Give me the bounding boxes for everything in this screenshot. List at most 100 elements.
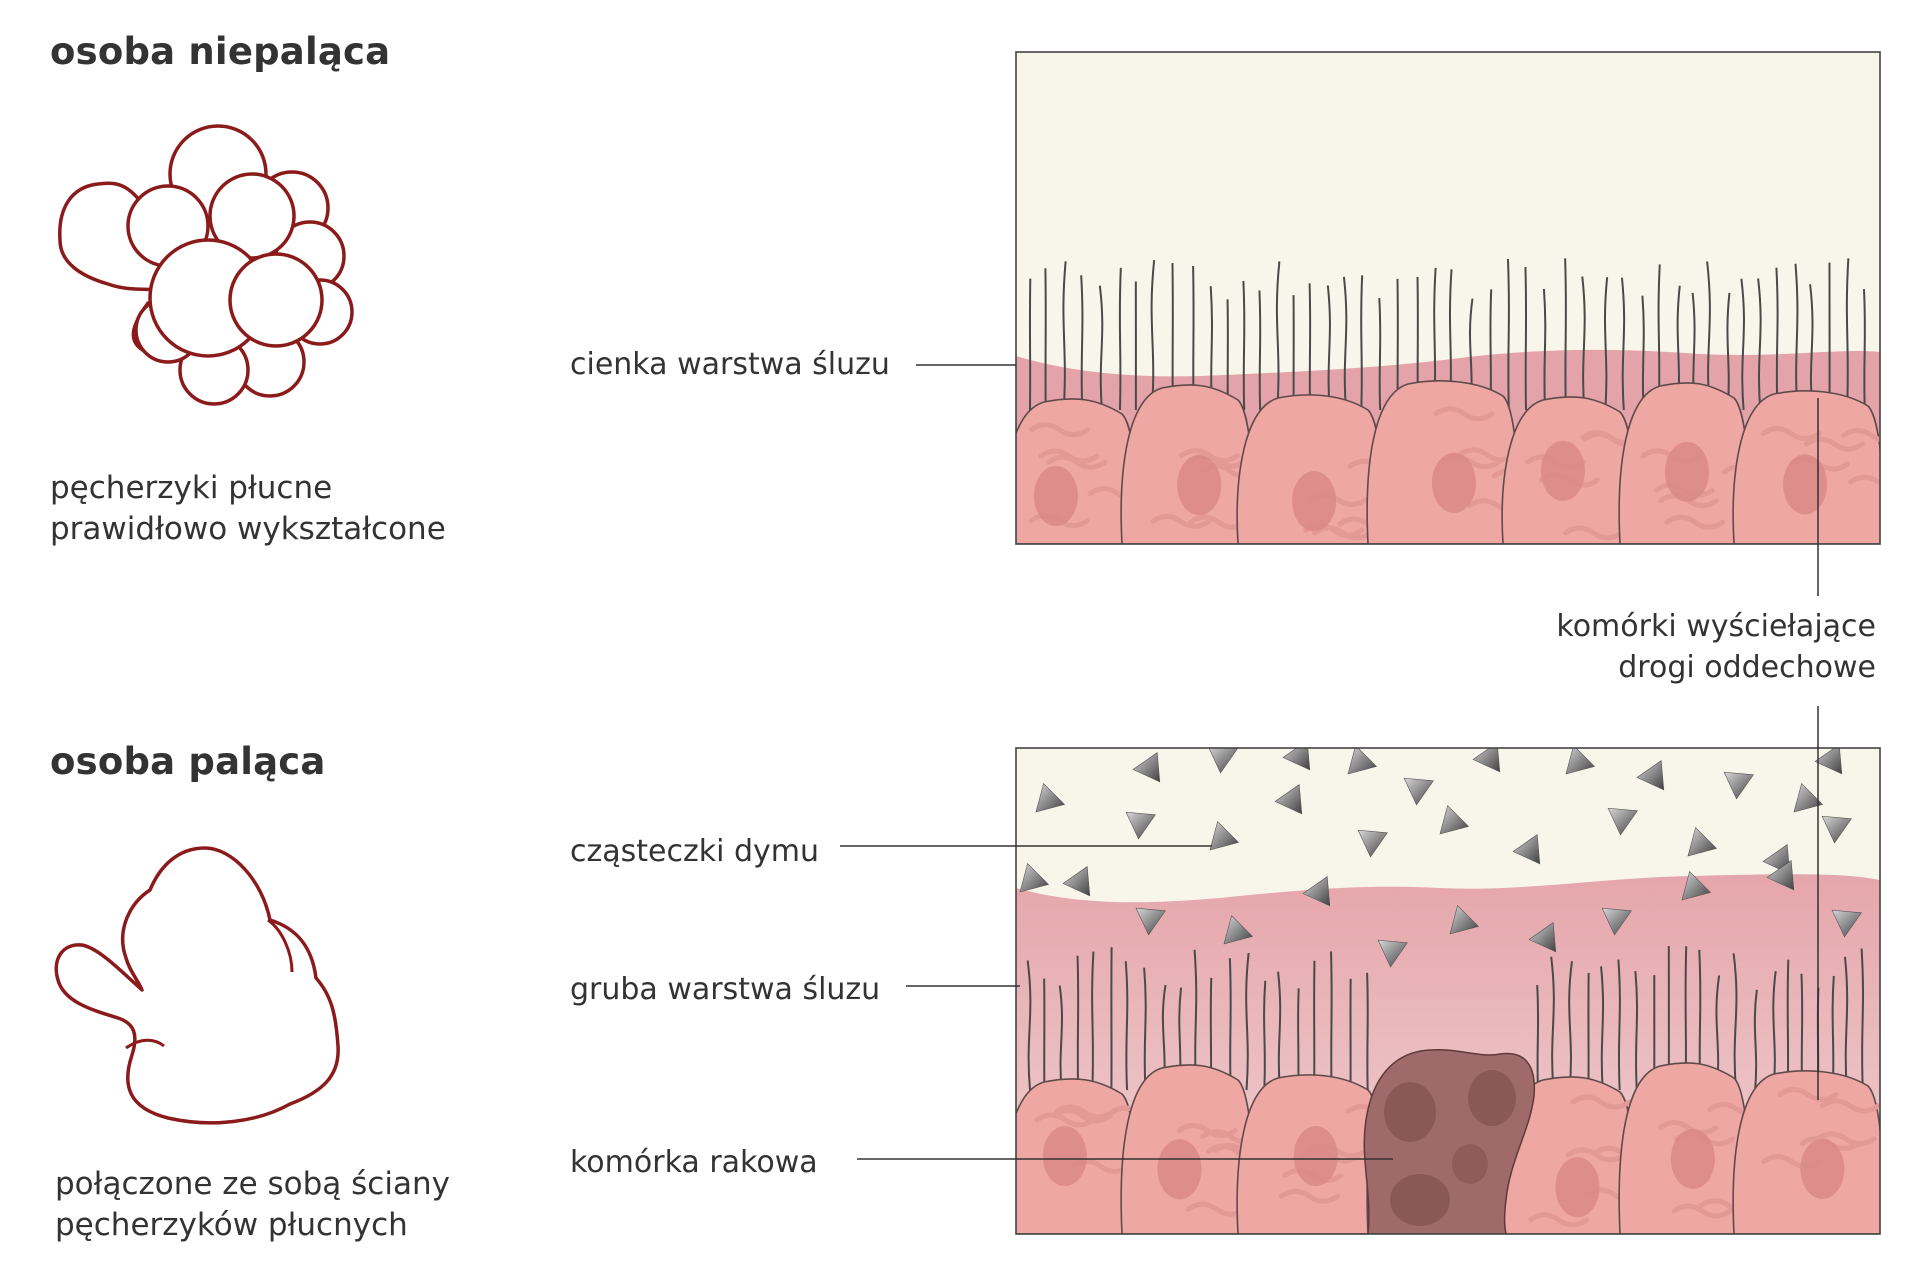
cancer-cell-nucleus — [1384, 1082, 1436, 1142]
smoke-particle — [1132, 752, 1161, 783]
cilium — [1634, 970, 1639, 1091]
cell-nucleus — [1157, 1139, 1202, 1200]
cilium — [1604, 277, 1609, 411]
cilium — [1258, 290, 1262, 411]
smoke-particle — [1472, 748, 1501, 773]
cilium — [1641, 295, 1645, 411]
cilium — [1245, 952, 1250, 1091]
cell-texture — [1312, 525, 1374, 541]
smoke-particle — [1125, 811, 1156, 840]
inner-fold — [267, 918, 294, 973]
label-line: komórki wyściełające — [1556, 609, 1876, 644]
smoker-airway-panel — [1016, 748, 1880, 1234]
cancer-cell — [1363, 1048, 1536, 1234]
cell-nucleus — [1033, 466, 1078, 527]
cilium — [1150, 260, 1156, 411]
alveolus — [228, 252, 324, 348]
cell-texture — [1278, 1188, 1340, 1204]
smoke-particle — [1601, 907, 1632, 936]
cell-nucleus — [1177, 455, 1222, 516]
cancer-cell-nucleus — [1468, 1070, 1516, 1126]
cilium — [1098, 285, 1104, 411]
cilium — [1775, 267, 1779, 411]
cell-nucleus — [1042, 1126, 1087, 1187]
cell-texture — [1433, 406, 1495, 422]
cilium — [1581, 276, 1586, 411]
cilium — [1330, 951, 1333, 1091]
cilium — [1308, 283, 1312, 411]
smoke-particle — [1135, 907, 1166, 936]
cell-texture — [1029, 422, 1091, 438]
panel-border — [1015, 747, 1881, 1235]
smoke-particle — [1814, 748, 1843, 775]
smoke-particle — [1528, 922, 1557, 953]
merged-alveoli-illustration — [54, 846, 340, 1125]
cell-nucleus — [1431, 452, 1476, 513]
cilium — [1786, 959, 1790, 1091]
smoke-particle — [1565, 748, 1595, 775]
cilia — [1028, 258, 1866, 411]
caption-line: prawidłowo wykształcone — [50, 511, 446, 547]
cell-texture — [1053, 1104, 1115, 1120]
cilium — [1228, 958, 1232, 1091]
cilium — [1076, 955, 1080, 1091]
cell-texture — [1815, 1131, 1877, 1147]
cell-texture — [1562, 525, 1624, 541]
cilium — [1542, 288, 1547, 411]
cilium — [1845, 258, 1850, 411]
cell-texture — [1848, 474, 1880, 487]
cell-texture — [1051, 1108, 1113, 1124]
non-smoker-airway-panel — [1016, 52, 1880, 544]
cilium — [1732, 953, 1738, 1091]
cilium — [1568, 961, 1573, 1091]
smoke-particle — [1403, 777, 1434, 806]
cilium — [1062, 261, 1067, 411]
leader-lines — [840, 364, 1819, 1160]
smoke-particle — [1439, 805, 1469, 835]
smoke-particle — [1357, 829, 1388, 858]
cilium — [1506, 258, 1510, 411]
cilium — [1600, 966, 1605, 1091]
cilium — [1860, 948, 1864, 1091]
smoke-particles — [1019, 748, 1862, 968]
epithelial-cells — [1016, 1060, 1880, 1234]
cilium — [1124, 961, 1129, 1091]
cilium — [1757, 278, 1762, 411]
smoke-particle — [1209, 821, 1239, 851]
non-smoker-heading: osoba niepaląca — [50, 30, 391, 73]
smoke-particle — [1019, 863, 1049, 893]
cilium — [1080, 275, 1084, 411]
cell-texture — [1841, 427, 1880, 443]
cell-texture — [1150, 513, 1212, 529]
smoker-alveoli-caption: połączone ze sobą ściany pęcherzyków płu… — [55, 1164, 450, 1246]
cilium — [1536, 985, 1540, 1091]
cell-texture — [1570, 1094, 1632, 1110]
smoke-particle — [1831, 909, 1862, 938]
cilium — [1524, 267, 1528, 411]
lining-cells-label: komórki wyściełające drogi oddechowe — [1556, 606, 1876, 688]
smoke-particle — [1062, 866, 1091, 897]
cilium — [1026, 960, 1032, 1091]
thick-mucus-label: gruba warstwa śluzu — [570, 972, 881, 1007]
cell-nucleus — [1783, 454, 1828, 515]
cilium — [1617, 959, 1621, 1091]
cilium — [1263, 980, 1267, 1091]
epithelial-cells — [1016, 380, 1880, 544]
cilium — [1277, 971, 1282, 1091]
cell-texture — [1760, 426, 1822, 442]
cell-nucleus — [1555, 1157, 1600, 1218]
cell-texture — [1657, 1120, 1719, 1136]
cilium — [1794, 263, 1799, 411]
smoke-particle — [1766, 860, 1795, 891]
cilium — [1550, 956, 1555, 1091]
thin-mucus-label: cienka warstwa śluzu — [570, 347, 890, 382]
inner-fold — [125, 1038, 165, 1050]
caption-line: połączone ze sobą ściany — [55, 1166, 450, 1202]
smoke-particle — [1282, 748, 1311, 771]
cell-texture — [1777, 1086, 1839, 1102]
cilium — [1242, 280, 1246, 411]
smoke-particle — [1687, 827, 1717, 857]
smoke-particle — [1723, 771, 1754, 800]
cancer-cell-nucleus — [1452, 1144, 1488, 1184]
